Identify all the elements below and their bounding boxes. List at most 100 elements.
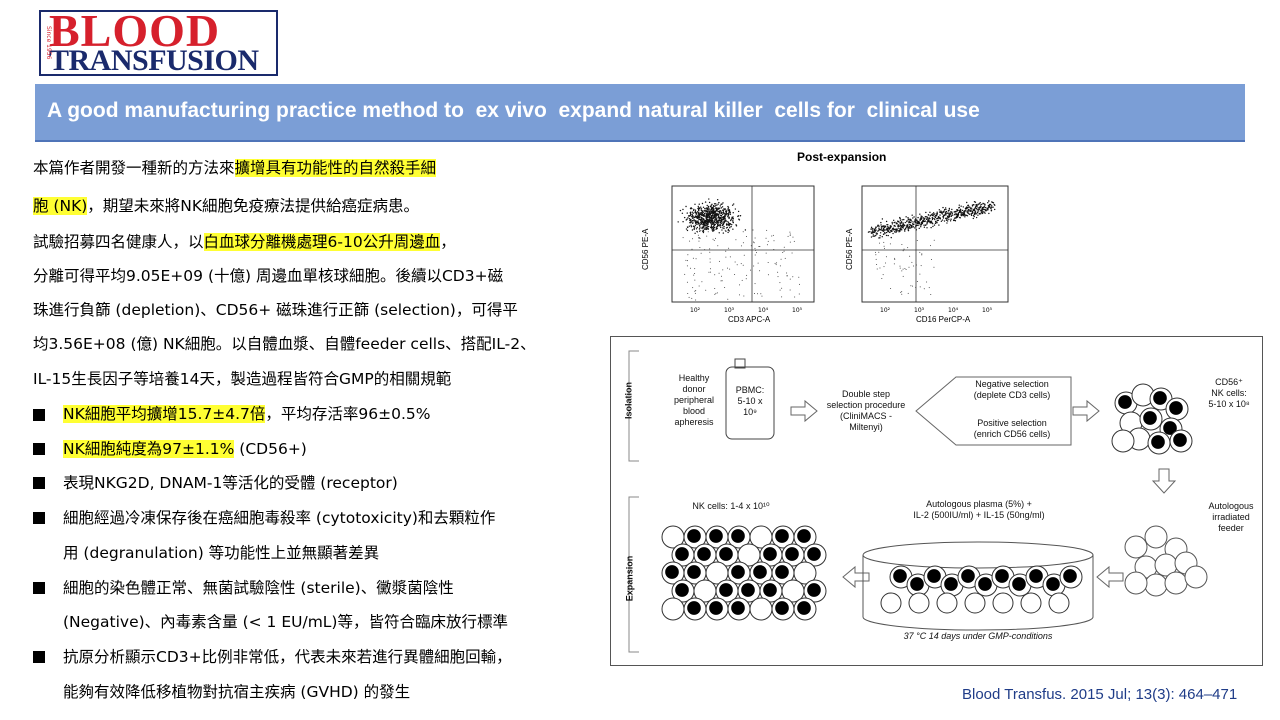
nk-cells-expansion-text: NK cells: 1-4 x 10¹⁰ xyxy=(692,501,770,511)
journal-logo: BLOOD TRANSFUSION Since 1956 xyxy=(39,6,278,77)
plasma-text: Autologous plasma (5%) +IL-2 (500IU/ml) … xyxy=(879,499,1079,521)
text-line: Autologous xyxy=(1208,501,1254,511)
text-line: PBMC: xyxy=(735,385,765,395)
arrow-right-icon xyxy=(790,399,818,423)
tick-label: 10⁵ xyxy=(982,307,993,314)
plot-1: CD56 PE-A CD3 APC-A 10² 10³ 10⁴ 10⁵ xyxy=(641,185,815,324)
highlight-text: 擴增具有功能性的自然殺手細 xyxy=(234,159,437,177)
text-line: irradiated xyxy=(1212,512,1250,522)
text-line: selection procedure xyxy=(826,400,906,410)
plot2-xlabel: CD16 PerCP-A xyxy=(916,315,971,324)
arrow-down-icon xyxy=(1151,468,1177,494)
text-run: 分離可得平均9.05E+09 (十億) 周邊血單核球細胞。後續以CD3+磁 xyxy=(33,267,504,285)
slide-title: A good manufacturing practice method to … xyxy=(47,99,980,122)
bullet-marker xyxy=(33,409,45,421)
para-line: 珠進行負篩 (depletion)、CD56+ 磁珠進行正篩 (selectio… xyxy=(33,293,518,327)
text-run: 均3.56E+08 (億) NK細胞。以自體血漿、自體feeder cells、… xyxy=(33,335,536,353)
text-line: blood xyxy=(682,406,706,416)
bullet-marker xyxy=(33,651,45,663)
text-run: (Negative)、內毒素含量 (< 1 EU/mL)等，皆符合臨床放行標準 xyxy=(63,613,508,631)
culture-dish xyxy=(862,541,1094,569)
text-line: NK cells: xyxy=(1211,388,1247,398)
text-line: donor xyxy=(682,384,706,394)
plot-2: CD56 PE-A CD16 PerCP-A 10² 10³ 10⁴ 10⁵ xyxy=(845,185,1009,324)
tick-label: 10² xyxy=(880,307,891,314)
bullet-item: 細胞經過冷凍保存後在癌細胞毒殺率 (cytotoxicity)和去顆粒作 xyxy=(63,501,495,535)
text-line: feeder xyxy=(1218,523,1244,533)
conditions-text: 37 °C 14 days under GMP-conditions xyxy=(903,631,1053,641)
logo-since: Since 1956 xyxy=(45,26,52,60)
bullet-item-cont: 用 (degranulation) 等功能性上並無顯著差異 xyxy=(63,536,379,570)
text-run: ，期望未來將NK細胞免疫療法提供給癌症病患。 xyxy=(87,197,420,215)
bullet-marker xyxy=(33,582,45,594)
para-line: 胞 (NK)，期望未來將NK細胞免疫療法提供給癌症病患。 xyxy=(33,189,419,223)
feeder-cells xyxy=(1124,525,1208,597)
text-line: Healthy xyxy=(678,373,710,383)
text-run: 試驗招募四名健康人，以 xyxy=(33,233,204,251)
para-line: 本篇作者開發一種新的方法來擴增具有功能性的自然殺手細 xyxy=(33,151,437,185)
text-line: IL-2 (500IU/ml) + IL-15 (50ng/ml) xyxy=(913,510,1045,520)
arrow-right-icon xyxy=(1072,399,1100,423)
tick-label: 10⁴ xyxy=(758,307,769,314)
highlight-text: NK細胞平均擴增15.7±4.7倍 xyxy=(63,405,266,423)
text-line: 5-10 x 10⁸ xyxy=(1208,399,1250,409)
tick-label: 10³ xyxy=(724,307,735,314)
text-line: apheresis xyxy=(674,417,714,427)
highlight-text: 胞 (NK) xyxy=(33,197,88,215)
text-run: ， xyxy=(440,233,456,251)
text-line: CD56⁺ xyxy=(1215,377,1243,387)
logo-line-blood: BLOOD xyxy=(49,5,221,56)
text-line: 10⁹ xyxy=(743,407,757,417)
text-line: Negative selection xyxy=(975,379,1049,389)
expansion-label: Expansion xyxy=(624,555,635,602)
text-run: 珠進行負篩 (depletion)、CD56+ 磁珠進行正篩 (selectio… xyxy=(33,301,518,319)
text-line: Autologous plasma (5%) + xyxy=(926,499,1032,509)
tick-label: 10² xyxy=(690,307,701,314)
arrow-left-icon xyxy=(1096,565,1124,589)
tick-label: 10⁴ xyxy=(948,307,959,314)
text-run: (CD56+) xyxy=(234,440,307,458)
bullet-item-cont: 能夠有效降低移植物對抗宿主疾病 (GVHD) 的發生 xyxy=(63,675,410,709)
title-banner: A good manufacturing practice method to … xyxy=(35,84,1245,142)
para-line: 分離可得平均9.05E+09 (十億) 周邊血單核球細胞。後續以CD3+磁 xyxy=(33,259,503,293)
isolation-label: Isolation xyxy=(623,382,634,420)
text-run: 用 (degranulation) 等功能性上並無顯著差異 xyxy=(63,544,380,562)
figure-title: Post-expansion xyxy=(797,150,887,164)
bullet-item: 細胞的染色體正常、無菌試驗陰性 (sterile)、黴漿菌陰性 xyxy=(63,571,454,605)
text-run: 表現NKG2D, DNAM-1等活化的受體 (receptor) xyxy=(63,474,398,492)
scatter-cloud-1 xyxy=(677,198,801,301)
text-line: (deplete CD3 cells) xyxy=(973,390,1051,400)
para-line: 試驗招募四名健康人，以白血球分離機處理6-10公升周邊血， xyxy=(33,225,456,259)
text-line: 5-10 x xyxy=(737,396,763,406)
plot2-ylabel: CD56 PE-A xyxy=(845,228,854,270)
diagram-graphics xyxy=(628,350,1208,653)
text-line: Double step xyxy=(841,389,891,399)
bullet-marker xyxy=(33,512,45,524)
plot1-xlabel: CD3 APC-A xyxy=(728,315,771,324)
plot1-ylabel: CD56 PE-A xyxy=(641,228,650,270)
selection-arrow-shape xyxy=(915,376,1072,446)
text-line: peripheral xyxy=(673,395,715,405)
text-run: 能夠有效降低移植物對抗宿主疾病 (GVHD) 的發生 xyxy=(63,683,411,701)
bullet-item: 表現NKG2D, DNAM-1等活化的受體 (receptor) xyxy=(63,466,398,500)
logo-line-transfusion: TRANSFUSION xyxy=(49,44,259,77)
bullet-item: 抗原分析顯示CD3+比例非常低，代表未來若進行異體細胞回輸， xyxy=(63,640,512,674)
text-run: IL-15生長因子等培養14天，製造過程皆符合GMP的相關規範 xyxy=(33,370,452,388)
tick-label: 10³ xyxy=(914,307,925,314)
text-line: (enrich CD56 cells) xyxy=(973,429,1051,439)
text-run: 細胞經過冷凍保存後在癌細胞毒殺率 (cytotoxicity)和去顆粒作 xyxy=(63,509,496,527)
bullet-item: NK細胞平均擴增15.7±4.7倍，平均存活率96±0.5% xyxy=(63,397,431,431)
flow-cytometry-plots: CD56 PE-A CD3 APC-A 10² 10³ 10⁴ 10⁵ CD56… xyxy=(641,185,1009,324)
tick-label: 10⁵ xyxy=(792,307,803,314)
positive-selection-text: Positive selection(enrich CD56 cells) xyxy=(957,418,1067,440)
negative-selection-text: Negative selection(deplete CD3 cells) xyxy=(957,379,1067,401)
dish-cells xyxy=(880,565,1083,614)
isolated-nk-cells xyxy=(1111,383,1193,455)
pbmc-bag-icon xyxy=(725,366,775,440)
para-line: 均3.56E+08 (億) NK細胞。以自體血漿、自體feeder cells、… xyxy=(33,327,536,361)
bullet-marker xyxy=(33,477,45,489)
